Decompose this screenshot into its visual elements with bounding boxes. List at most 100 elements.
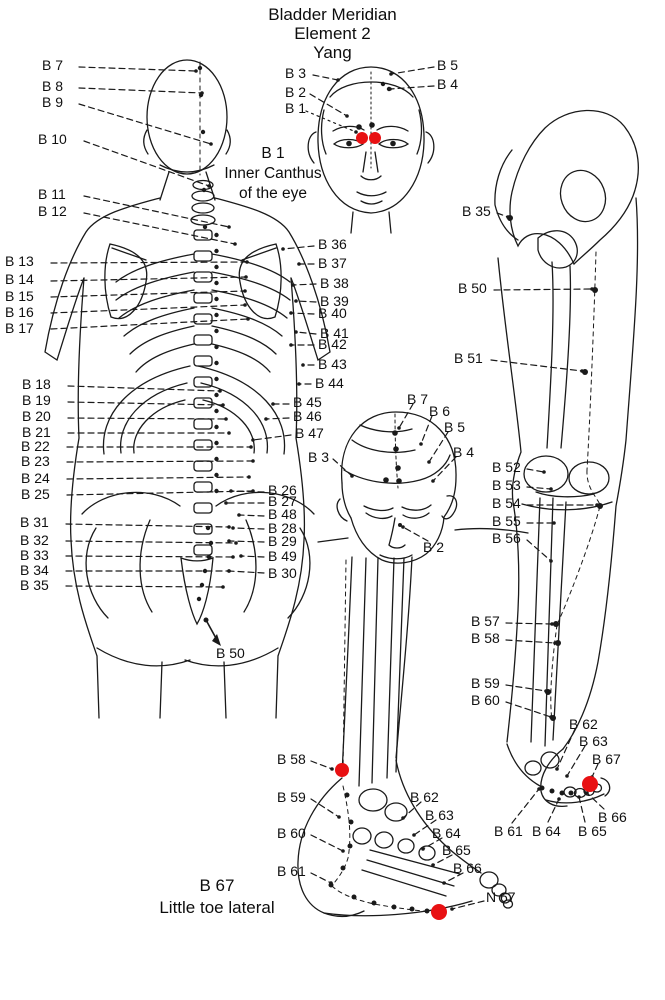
point-label: B 58 xyxy=(471,630,500,646)
leader-line xyxy=(432,854,453,866)
title-line-2: Element 2 xyxy=(294,24,371,43)
leader-line xyxy=(402,801,422,819)
point-label: B 24 xyxy=(21,470,50,486)
point-dot xyxy=(227,225,231,229)
leader-line xyxy=(511,788,540,824)
point-label: B 6 xyxy=(429,403,451,419)
leader-line xyxy=(398,403,414,429)
point-dot xyxy=(249,445,253,449)
highlighted-point xyxy=(431,904,447,920)
leader-line xyxy=(451,900,485,910)
leader-line xyxy=(83,140,210,187)
leader-line xyxy=(526,539,552,562)
leader-line xyxy=(420,415,433,445)
note-b1-line-2: Inner Canthus xyxy=(224,165,322,182)
point-label: B 22 xyxy=(21,438,50,454)
leader-line xyxy=(240,555,265,558)
point-dot xyxy=(291,283,295,287)
leader-line xyxy=(505,639,556,644)
point-dot xyxy=(595,503,599,507)
highlighted-point xyxy=(335,763,349,777)
point-dot xyxy=(427,460,431,464)
point-label: B 57 xyxy=(471,613,500,629)
point-label: B 66 xyxy=(598,809,627,825)
point-dot xyxy=(221,585,225,589)
point-dot xyxy=(294,299,298,303)
leader-line xyxy=(578,796,586,823)
point-dot xyxy=(281,247,285,251)
leader-line xyxy=(547,798,560,823)
leader-line xyxy=(591,763,599,778)
leader-line xyxy=(67,385,221,392)
point-dot xyxy=(549,715,553,719)
point-label: B 43 xyxy=(318,356,347,372)
point-dot xyxy=(227,569,231,573)
point-label: B 20 xyxy=(22,408,51,424)
point-dot xyxy=(544,689,548,693)
point-label: B 48 xyxy=(268,506,297,522)
point-label: B 23 xyxy=(21,453,50,469)
point-label: B 50 xyxy=(216,645,245,661)
point-label: B 41 xyxy=(320,325,349,341)
point-label: B 40 xyxy=(318,305,347,321)
point-label: B 11 xyxy=(38,186,66,202)
point-label: B 58 xyxy=(277,751,306,767)
point-label: B 26 xyxy=(268,482,297,498)
point-dot xyxy=(231,555,235,559)
point-dot xyxy=(421,847,425,851)
point-dot xyxy=(552,521,556,525)
leader-line xyxy=(50,318,249,330)
point-dot xyxy=(412,833,416,837)
point-label: B 49 xyxy=(268,548,297,564)
point-dot xyxy=(555,767,559,771)
leader-line xyxy=(312,74,339,81)
point-dot xyxy=(345,114,349,118)
point-dot xyxy=(301,363,305,367)
leader-line xyxy=(66,476,250,480)
point-dot xyxy=(246,317,250,321)
leader-line xyxy=(310,798,340,818)
point-label: B 64 xyxy=(532,823,561,839)
point-dot xyxy=(294,330,298,334)
point-label: B 66 xyxy=(453,860,482,876)
note-b67-line-1: B 67 xyxy=(199,876,235,895)
point-dot xyxy=(289,343,293,347)
leader-line xyxy=(65,523,230,528)
point-dot xyxy=(580,369,584,373)
leader-line xyxy=(265,417,290,420)
point-label: B 60 xyxy=(471,692,500,708)
point-label: B 1 xyxy=(285,100,307,116)
point-dot xyxy=(233,242,237,246)
point-dot xyxy=(218,389,222,393)
leader-line xyxy=(230,490,265,493)
point-label: B 59 xyxy=(277,789,306,805)
point-label: B 5 xyxy=(437,57,459,73)
back-meridian-dots xyxy=(196,65,219,623)
point-label: B 2 xyxy=(285,84,307,100)
leader-line xyxy=(78,66,197,72)
point-dot xyxy=(237,513,241,517)
point-dot xyxy=(227,525,231,529)
leader-line xyxy=(413,819,437,836)
leader-line xyxy=(228,570,265,574)
point-dot xyxy=(431,863,435,867)
side-foot-art xyxy=(297,556,514,917)
point-dot xyxy=(245,260,249,264)
leader-line xyxy=(290,312,315,315)
point-label: B 2 xyxy=(423,539,445,555)
point-dot xyxy=(585,791,589,795)
point-label: B 25 xyxy=(21,486,50,502)
point-label: B 8 xyxy=(42,78,64,94)
point-label: B 64 xyxy=(432,825,461,841)
point-dot xyxy=(221,403,225,407)
point-dot xyxy=(209,142,213,146)
leader-line xyxy=(586,792,605,810)
point-dot xyxy=(251,459,255,463)
highlighted-point xyxy=(369,132,381,144)
point-label: B 18 xyxy=(22,376,51,392)
leader-line xyxy=(252,434,292,441)
point-label: B 65 xyxy=(578,823,607,839)
point-label: B 61 xyxy=(277,863,306,879)
point-label: B 3 xyxy=(285,65,307,81)
